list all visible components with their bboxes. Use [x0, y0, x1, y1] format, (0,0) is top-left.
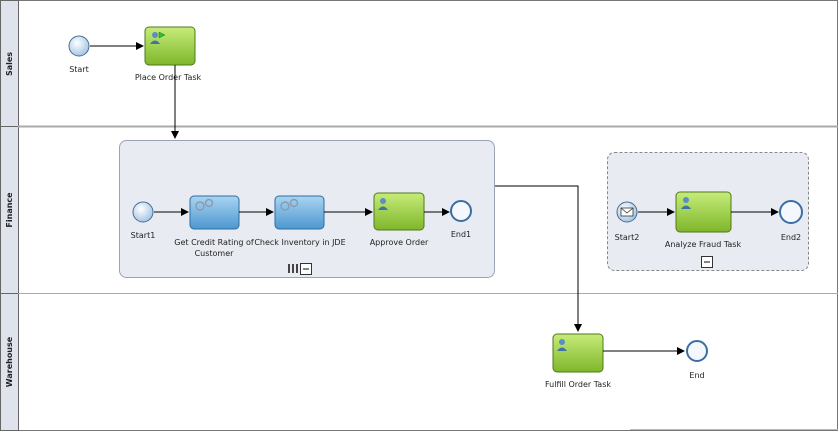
sequence-flow[interactable] — [495, 185, 582, 332]
analyze-fraud-task[interactable] — [675, 191, 732, 233]
end2-event[interactable] — [779, 200, 803, 224]
gears-icon — [280, 198, 299, 211]
lane-warehouse[interactable]: Warehouse — [0, 293, 19, 431]
end1-label: End1 — [451, 230, 471, 239]
collapse-icon[interactable] — [300, 263, 312, 275]
check-inventory-label: Check Inventory in JDE — [254, 238, 345, 247]
fulfill-order-task-label: Fulfill Order Task — [545, 380, 611, 389]
start1-label: Start1 — [131, 231, 156, 240]
lane-title-finance: Finance — [5, 192, 14, 228]
subprocess-marker[interactable] — [288, 263, 312, 275]
user-icon — [150, 32, 160, 44]
get-credit-rating-label-line2: Customer — [195, 249, 235, 258]
get-credit-rating-task[interactable] — [189, 195, 240, 230]
fulfill-order-task[interactable] — [552, 333, 604, 373]
end-event[interactable] — [686, 340, 708, 362]
end1-event[interactable] — [450, 200, 472, 222]
place-order-task-label: Place Order Task — [135, 73, 202, 82]
start2-message-event[interactable] — [616, 201, 638, 223]
approve-order-label: Approve Order — [370, 238, 429, 247]
collapse-icon[interactable] — [701, 256, 713, 268]
lane-sales[interactable]: Sales — [0, 0, 19, 127]
start-label: Start — [69, 65, 89, 74]
lane-finance[interactable]: Finance — [0, 126, 19, 294]
approve-order-task[interactable] — [373, 192, 425, 231]
lane-title-warehouse: Warehouse — [5, 336, 14, 387]
get-credit-rating-label: Get Credit Rating of — [174, 238, 254, 247]
end2-label: End2 — [781, 233, 801, 242]
check-inventory-task[interactable] — [274, 195, 325, 230]
start1-event[interactable] — [132, 201, 154, 223]
user-icon — [378, 198, 388, 210]
end-label: End — [689, 371, 704, 380]
start-event[interactable] — [68, 35, 90, 57]
place-order-task[interactable] — [144, 26, 196, 66]
user-icon — [557, 339, 567, 351]
analyze-fraud-task-label: Analyze Fraud Task — [665, 240, 742, 249]
envelope-icon — [620, 207, 634, 217]
start2-label: Start2 — [615, 233, 640, 242]
gears-icon — [195, 198, 214, 211]
flag-icon — [158, 31, 166, 39]
user-icon — [681, 197, 691, 209]
lane-title-sales: Sales — [5, 52, 14, 76]
